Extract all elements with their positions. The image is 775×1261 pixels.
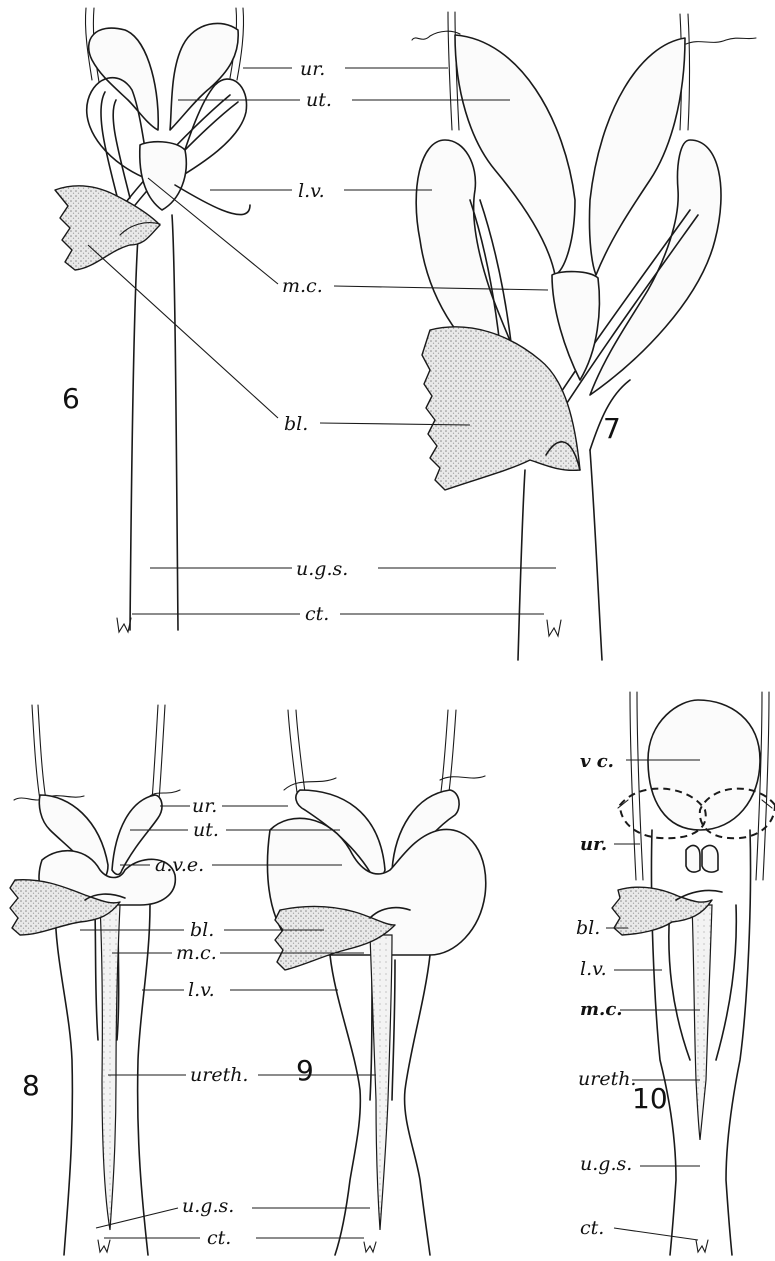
figure-9: 9 bbox=[267, 710, 485, 1255]
label-ugs-bottom: u.g.s. bbox=[182, 1195, 234, 1217]
label-ugs-top: u.g.s. bbox=[296, 558, 348, 580]
label-ut-bottom: ut. bbox=[193, 819, 219, 841]
figure-10-number: 10 bbox=[632, 1082, 668, 1115]
label-bl-top: bl. bbox=[284, 413, 308, 435]
label-ureth-fig10: ureth. bbox=[578, 1068, 636, 1090]
figure-9-number: 9 bbox=[296, 1054, 314, 1087]
figure-10: 10 bbox=[612, 692, 775, 1255]
label-lv-bottom: l.v. bbox=[188, 979, 215, 1001]
label-ur-bottom: ur. bbox=[192, 795, 217, 817]
label-ut-top: ut. bbox=[306, 89, 332, 111]
label-mc-fig10: m.c. bbox=[580, 999, 623, 1020]
figure-6-number: 6 bbox=[62, 382, 80, 415]
label-vc-fig10: v c. bbox=[580, 751, 614, 772]
label-ugs-fig10: u.g.s. bbox=[580, 1153, 632, 1175]
figure-6: 6 bbox=[55, 8, 250, 632]
label-ct-fig10: ct. bbox=[580, 1217, 604, 1239]
label-ct-top: ct. bbox=[305, 603, 329, 625]
label-ureth-bottom: ureth. bbox=[190, 1064, 248, 1086]
label-lv-fig10: l.v. bbox=[580, 958, 607, 980]
label-bl-bottom: bl. bbox=[190, 919, 214, 941]
label-mc-bottom: m.c. bbox=[176, 942, 217, 964]
label-ur-top: ur. bbox=[300, 58, 325, 80]
label-ct-bottom: ct. bbox=[207, 1227, 231, 1249]
figure-7: 7 bbox=[412, 12, 756, 660]
figure-8-number: 8 bbox=[22, 1069, 40, 1102]
label-mc-top: m.c. bbox=[282, 275, 323, 297]
figure-7-number: 7 bbox=[603, 412, 621, 445]
label-ur-fig10: ur. bbox=[580, 834, 607, 855]
label-lv-top: l.v. bbox=[298, 180, 325, 202]
label-bl-fig10: bl. bbox=[576, 917, 600, 939]
figure-8: 8 bbox=[10, 705, 180, 1255]
label-ave: a.v.e. bbox=[155, 854, 204, 876]
